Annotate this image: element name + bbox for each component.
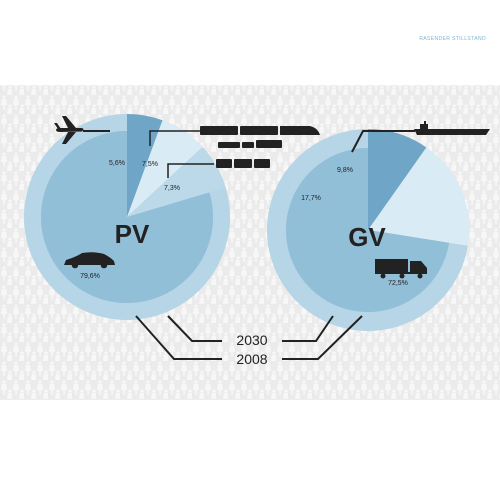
label-pv-car: 79,6% xyxy=(80,273,100,280)
leader-tram xyxy=(167,163,214,178)
label-gv-train: 17,7% xyxy=(301,195,321,202)
leader-ship xyxy=(351,130,415,153)
train-icon xyxy=(200,126,320,135)
leader-2008-right xyxy=(282,315,363,360)
label-pv-train: 7,5% xyxy=(142,161,158,168)
leader-lines xyxy=(83,130,415,360)
gv-slice-truck xyxy=(285,148,449,312)
regional-train-icon xyxy=(218,140,282,148)
label-gv-ship: 9,8% xyxy=(337,167,353,174)
legend-2030: 2030 xyxy=(236,332,267,348)
leader-2030-right xyxy=(282,315,334,342)
pie-pv xyxy=(24,114,230,320)
truck-icon xyxy=(375,259,427,279)
legend-2008: 2008 xyxy=(236,351,267,367)
airplane-icon xyxy=(54,116,84,144)
gv-slice-ship xyxy=(368,129,427,230)
pie-gv xyxy=(267,129,470,331)
pv-slice-train xyxy=(127,120,203,217)
header-label: RASENDER STILLSTAND xyxy=(419,36,486,42)
label-pv-tram: 7,3% xyxy=(164,185,180,192)
gv-title: GV xyxy=(348,222,386,252)
pv-title: PV xyxy=(115,219,150,249)
pv-slice-airplane xyxy=(127,114,163,217)
tram-icon xyxy=(216,159,270,168)
leader-train xyxy=(149,130,200,146)
ship-icon xyxy=(414,121,490,135)
label-pv-plane: 5,6% xyxy=(109,160,125,167)
gv-slice-train xyxy=(368,147,470,246)
leader-2008-left xyxy=(135,315,222,360)
leader-2030-left xyxy=(167,315,222,342)
label-gv-truck: 72,5% xyxy=(388,280,408,287)
car-icon xyxy=(64,252,115,269)
